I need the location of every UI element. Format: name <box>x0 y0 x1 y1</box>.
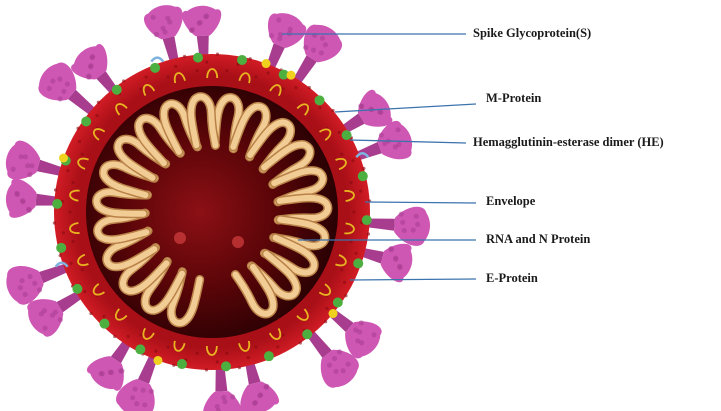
m-protein <box>112 85 122 95</box>
m-protein <box>264 351 274 361</box>
m-protein <box>193 53 203 63</box>
m-protein <box>342 130 352 140</box>
m-protein-leader <box>335 104 476 112</box>
m-protein <box>56 243 66 253</box>
e-protein <box>287 71 296 80</box>
m-protein <box>52 199 62 209</box>
label-he-dimer: Hemagglutinin-esterase dimer (HE) <box>473 136 664 149</box>
label-m-protein: M-Protein <box>486 92 541 105</box>
label-rna-n-protein: RNA and N Protein <box>486 233 590 246</box>
label-e-protein: E-Protein <box>486 272 538 285</box>
m-protein <box>362 215 372 225</box>
m-protein <box>358 171 368 181</box>
m-protein <box>221 361 231 371</box>
m-protein <box>81 116 91 126</box>
m-protein <box>314 95 324 105</box>
label-spike-glycoprotein: Spike Glycoprotein(S) <box>473 27 591 40</box>
m-protein <box>177 359 187 369</box>
m-protein <box>100 319 110 329</box>
e-protein-leader <box>350 279 476 280</box>
m-protein <box>333 298 343 308</box>
e-protein <box>153 356 162 365</box>
label-envelope: Envelope <box>486 195 535 208</box>
m-protein <box>302 329 312 339</box>
n-protein-dot <box>232 236 244 248</box>
e-protein <box>262 59 271 68</box>
e-protein <box>59 153 68 162</box>
m-protein <box>353 258 363 268</box>
n-protein-dot <box>174 232 186 244</box>
envelope-leader <box>365 202 476 203</box>
m-protein <box>237 55 247 65</box>
e-protein <box>329 309 338 318</box>
m-protein <box>72 284 82 294</box>
m-protein <box>135 344 145 354</box>
he-dimer <box>151 58 163 62</box>
m-protein <box>150 63 160 73</box>
